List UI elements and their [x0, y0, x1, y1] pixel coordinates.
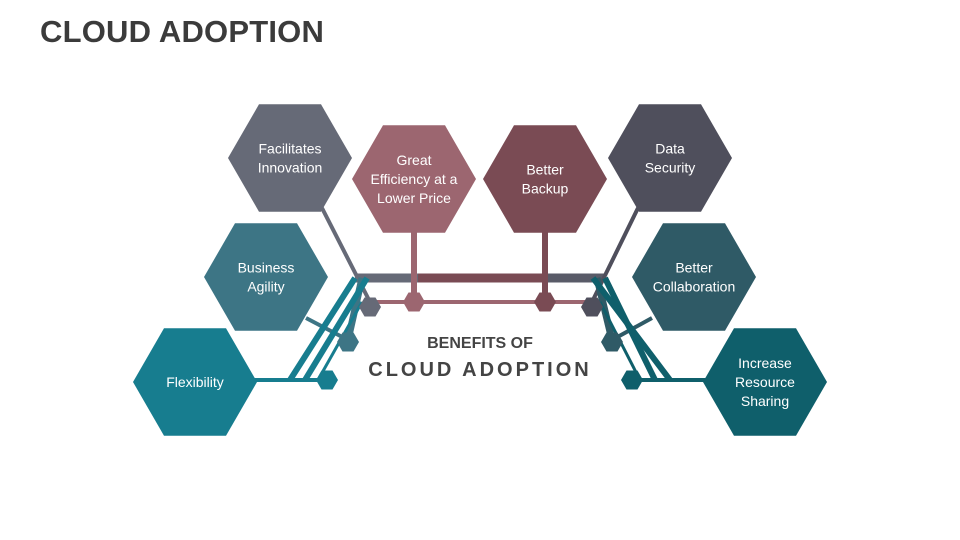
hexagon-label-line: Sharing — [741, 393, 789, 409]
line-flex-2 — [302, 276, 370, 382]
junction-hexagon — [601, 332, 623, 352]
line-resource-2 — [590, 276, 673, 382]
junction-hexagon — [337, 332, 359, 352]
hexagon-label-line: Great — [396, 152, 431, 168]
hexagon-label-line: Resource — [735, 374, 795, 390]
junction-hexagon — [581, 297, 603, 317]
hexagon-flexibility: Flexibility — [133, 328, 257, 436]
hexagon-shape — [632, 223, 756, 331]
hexagon-label-line: Business — [238, 260, 295, 276]
junction-hexagon — [534, 292, 556, 312]
center-title-line1: BENEFITS OF — [427, 335, 533, 352]
junction-nodes — [316, 292, 643, 390]
hexagon-shape — [228, 104, 352, 212]
junction-hexagon — [403, 292, 425, 312]
hexagon-label-line: Better — [526, 162, 564, 178]
hexagon-shape — [483, 125, 607, 233]
hexagon-label-line: Agility — [247, 279, 284, 295]
hexagon-label-line: Efficiency at a — [371, 171, 458, 187]
hexagon-shape — [703, 328, 827, 436]
hexagon-label-line: Better — [675, 260, 713, 276]
hexagon-label-line: Data — [655, 141, 685, 157]
hexagon-shape — [608, 104, 732, 212]
hexagon-label-line: Backup — [522, 181, 569, 197]
junction-hexagon — [316, 370, 338, 390]
page-title: CLOUD ADOPTION — [40, 14, 325, 49]
hexagon-shape — [133, 328, 257, 436]
hexagon-label-line: Collaboration — [653, 279, 736, 295]
hexagon-shape — [204, 223, 328, 331]
hexagon-label-line: Facilitates — [258, 141, 321, 157]
center-title-line2: CLOUD ADOPTION — [368, 359, 591, 381]
hexagon-label-line: Innovation — [258, 160, 323, 176]
junction-hexagon — [359, 297, 381, 317]
hexagon-label-line: Flexibility — [166, 374, 224, 390]
hexagon-shape — [352, 125, 476, 233]
hexagon-label-line: Increase — [738, 355, 792, 371]
line-flex-1 — [287, 276, 358, 382]
hexagon-label-line: Lower Price — [377, 190, 451, 206]
hexagon-label-line: Security — [645, 160, 696, 176]
junction-hexagon — [621, 370, 643, 390]
